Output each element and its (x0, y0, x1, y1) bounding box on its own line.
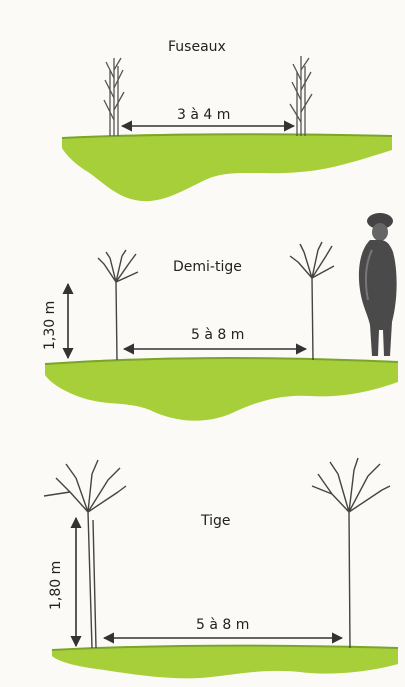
section-title-demi-tige: Demi-tige (173, 259, 242, 275)
tree-demi-tige-right (290, 242, 334, 360)
spacing-label-tige: 5 à 8 m (196, 617, 249, 633)
grass-strip-demi-tige (45, 358, 398, 421)
tree-tige-right (312, 458, 390, 648)
tree-tige-left (44, 460, 126, 648)
grass-strip-tige (52, 645, 398, 678)
spacing-label-fuseaux: 3 à 4 m (177, 107, 230, 123)
section-title-fuseaux: Fuseaux (168, 39, 226, 55)
tree-fuseau-right (290, 56, 312, 136)
section-title-tige: Tige (201, 513, 231, 529)
height-label-tige: 1,80 m (48, 561, 64, 610)
grass-strip-fuseaux (62, 134, 392, 202)
tree-fuseau-left (104, 58, 124, 136)
tree-demi-tige-left (98, 250, 138, 360)
person-silhouette (359, 213, 397, 356)
height-label-demi-tige: 1,30 m (42, 301, 58, 350)
spacing-label-demi-tige: 5 à 8 m (191, 327, 244, 343)
